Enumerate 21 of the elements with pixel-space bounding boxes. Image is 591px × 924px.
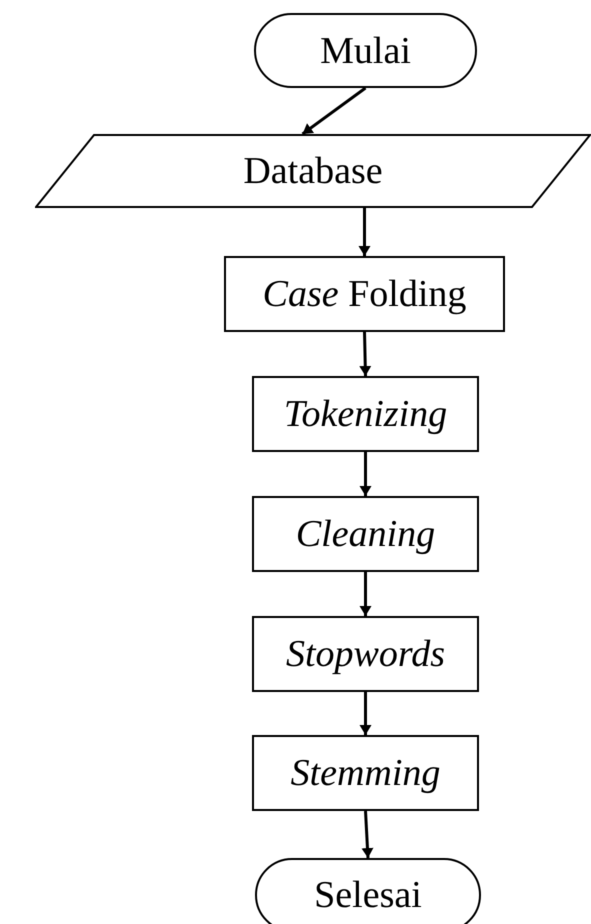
node-label: Tokenizing [284,392,448,436]
arrow [360,452,372,496]
arrow [360,692,372,735]
node-label: Case Folding [262,272,466,316]
node-label: Mulai [320,28,411,72]
arrow [302,86,366,136]
process-box [252,735,479,811]
process-box [252,496,479,572]
node-label: Selesai [314,873,422,917]
input-parallelogram [35,134,591,208]
arrow [359,332,372,376]
node-label: Stopwords [286,632,446,676]
arrow [358,208,370,256]
node-label: Cleaning [296,512,436,556]
process-box [252,616,479,692]
process-box [224,256,505,332]
arrow [361,810,374,858]
process-box [252,376,479,452]
node-label: Stemming [290,751,440,795]
node-label: Database [243,149,383,193]
arrow [360,572,372,616]
